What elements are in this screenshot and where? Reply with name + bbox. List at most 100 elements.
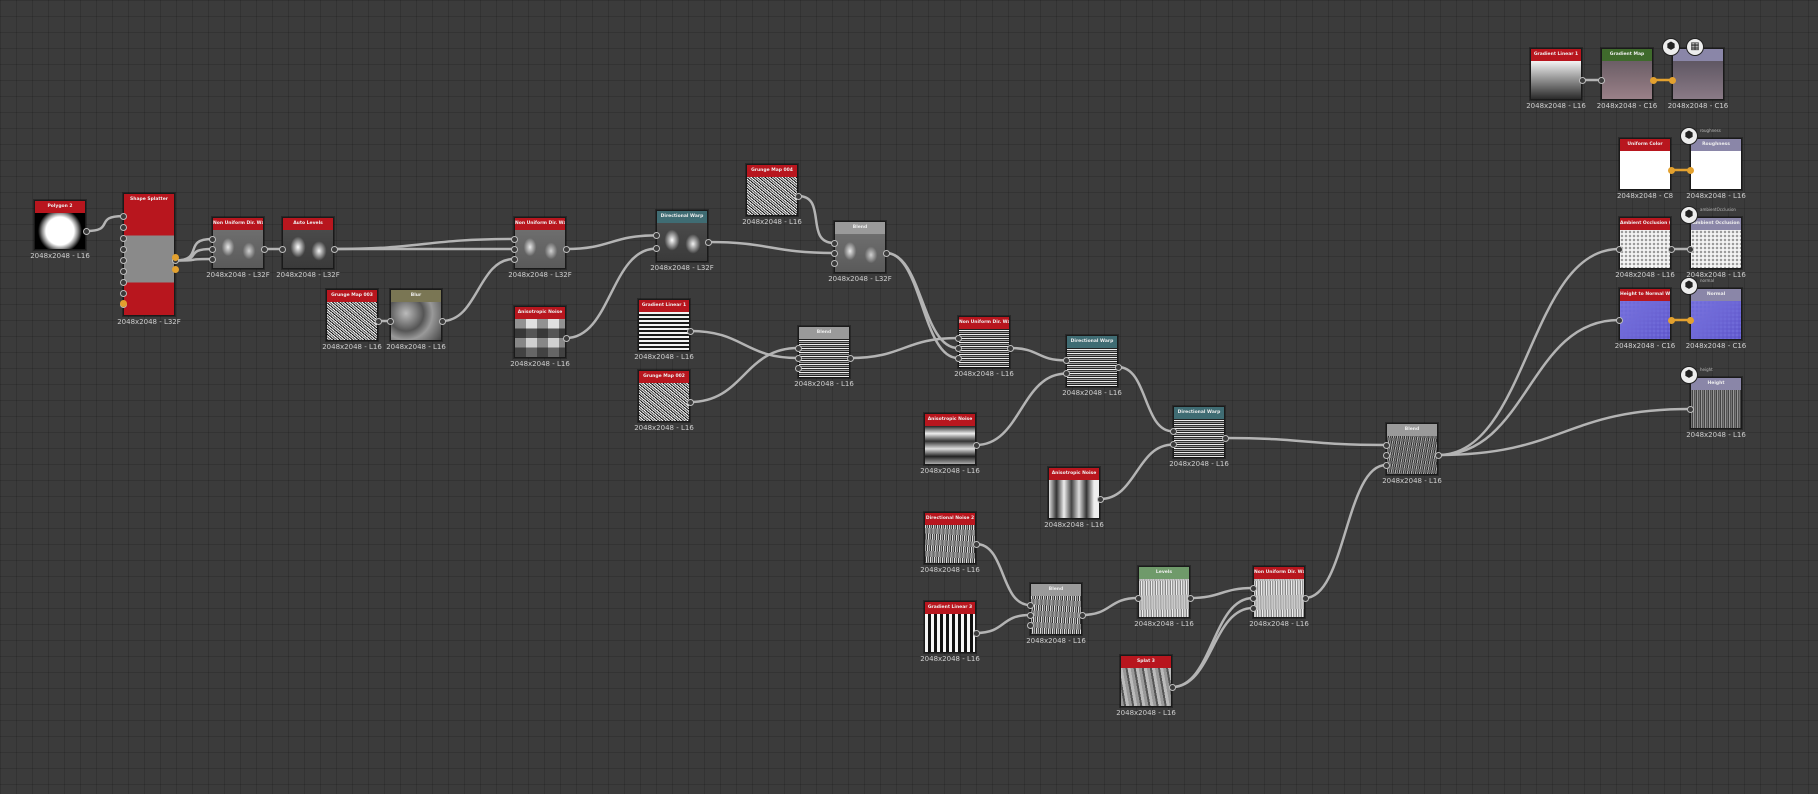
connection-wire[interactable]: [707, 240, 835, 255]
input-port[interactable]: [1668, 76, 1676, 84]
input-port[interactable]: [119, 245, 127, 253]
input-port[interactable]: [954, 354, 962, 362]
node-nuw2[interactable]: Non Uniform Dir. Warp...2048x2048 - L32F: [508, 217, 572, 279]
input-port[interactable]: [1686, 166, 1694, 174]
connection-wire[interactable]: [975, 542, 1031, 607]
node-out-basecolor[interactable]: 2048x2048 - C16: [1668, 48, 1728, 110]
input-port[interactable]: [208, 235, 216, 243]
cube-icon[interactable]: ⬢: [1662, 38, 1680, 56]
output-port[interactable]: [704, 238, 712, 246]
input-port[interactable]: [1686, 405, 1694, 413]
node-nuw1[interactable]: Non Uniform Dir. Warp...2048x2048 - L32F: [206, 217, 270, 279]
input-port[interactable]: [794, 364, 802, 372]
output-port[interactable]: [1168, 683, 1176, 691]
cube-icon[interactable]: ⬢: [1680, 366, 1698, 384]
node-h2n[interactable]: Height to Normal World...2048x2048 - C16: [1615, 288, 1675, 350]
connection-wire[interactable]: [1081, 596, 1139, 617]
connection-wire[interactable]: [1224, 436, 1387, 447]
input-port[interactable]: [1026, 601, 1034, 609]
input-port[interactable]: [652, 245, 660, 253]
input-port[interactable]: [794, 344, 802, 352]
input-port[interactable]: [1249, 584, 1257, 592]
connection-wire[interactable]: [797, 194, 835, 245]
input-port[interactable]: [830, 239, 838, 247]
input-port[interactable]: [1249, 604, 1257, 612]
input-port[interactable]: [1134, 594, 1142, 602]
node-nuw4[interactable]: Non Uniform Dir. Warp...2048x2048 - L16: [1249, 566, 1309, 628]
output-port[interactable]: [374, 317, 382, 325]
input-port[interactable]: [1026, 621, 1034, 629]
input-port[interactable]: [1026, 611, 1034, 619]
connection-wire[interactable]: [565, 247, 657, 340]
output-port[interactable]: [972, 629, 980, 637]
input-port[interactable]: [954, 334, 962, 342]
input-port[interactable]: [119, 290, 127, 298]
connection-wire[interactable]: [1171, 606, 1254, 689]
output-port[interactable]: [1667, 316, 1675, 324]
input-port[interactable]: [119, 212, 127, 220]
output-port[interactable]: [972, 540, 980, 548]
output-port[interactable]: [260, 245, 268, 253]
output-port[interactable]: [1667, 245, 1675, 253]
output-port[interactable]: [686, 398, 694, 406]
output-port[interactable]: [846, 354, 854, 362]
connection-wire[interactable]: [1304, 463, 1387, 600]
input-port[interactable]: [1382, 451, 1390, 459]
input-port[interactable]: [1169, 427, 1177, 435]
output-port[interactable]: [1221, 434, 1229, 442]
connection-wire[interactable]: [85, 214, 124, 233]
node-ao[interactable]: Ambient Occlusion (HB...2048x2048 - L16: [1615, 217, 1675, 279]
input-port[interactable]: [794, 354, 802, 362]
connection-wire[interactable]: [849, 336, 959, 360]
input-port[interactable]: [1382, 441, 1390, 449]
output-port[interactable]: [972, 441, 980, 449]
connection-wire[interactable]: [1437, 318, 1620, 457]
input-port[interactable]: [510, 245, 518, 253]
output-port[interactable]: [794, 192, 802, 200]
input-port[interactable]: [119, 279, 127, 287]
input-port[interactable]: [510, 255, 518, 263]
connection-wire[interactable]: [1437, 407, 1691, 457]
connection-wire[interactable]: [1117, 365, 1174, 433]
input-port[interactable]: [510, 235, 518, 243]
input-port[interactable]: [1382, 461, 1390, 469]
connection-wire[interactable]: [885, 251, 959, 360]
input-port[interactable]: [1615, 316, 1623, 324]
output-port[interactable]: [1006, 344, 1014, 352]
input-port[interactable]: [1615, 245, 1623, 253]
output-port[interactable]: [438, 317, 446, 325]
output-port[interactable]: [1078, 611, 1086, 619]
output-port[interactable]: [1649, 76, 1657, 84]
input-port[interactable]: [1686, 316, 1694, 324]
input-port[interactable]: [1169, 441, 1177, 449]
output-port[interactable]: [171, 253, 179, 261]
output-port[interactable]: [882, 249, 890, 257]
connection-wire[interactable]: [441, 257, 515, 323]
node-nuw3[interactable]: Non Uniform Dir. Warp...2048x2048 - L16: [954, 316, 1014, 378]
input-port[interactable]: [208, 255, 216, 263]
input-port[interactable]: [1062, 370, 1070, 378]
connection-wire[interactable]: [1437, 247, 1620, 457]
